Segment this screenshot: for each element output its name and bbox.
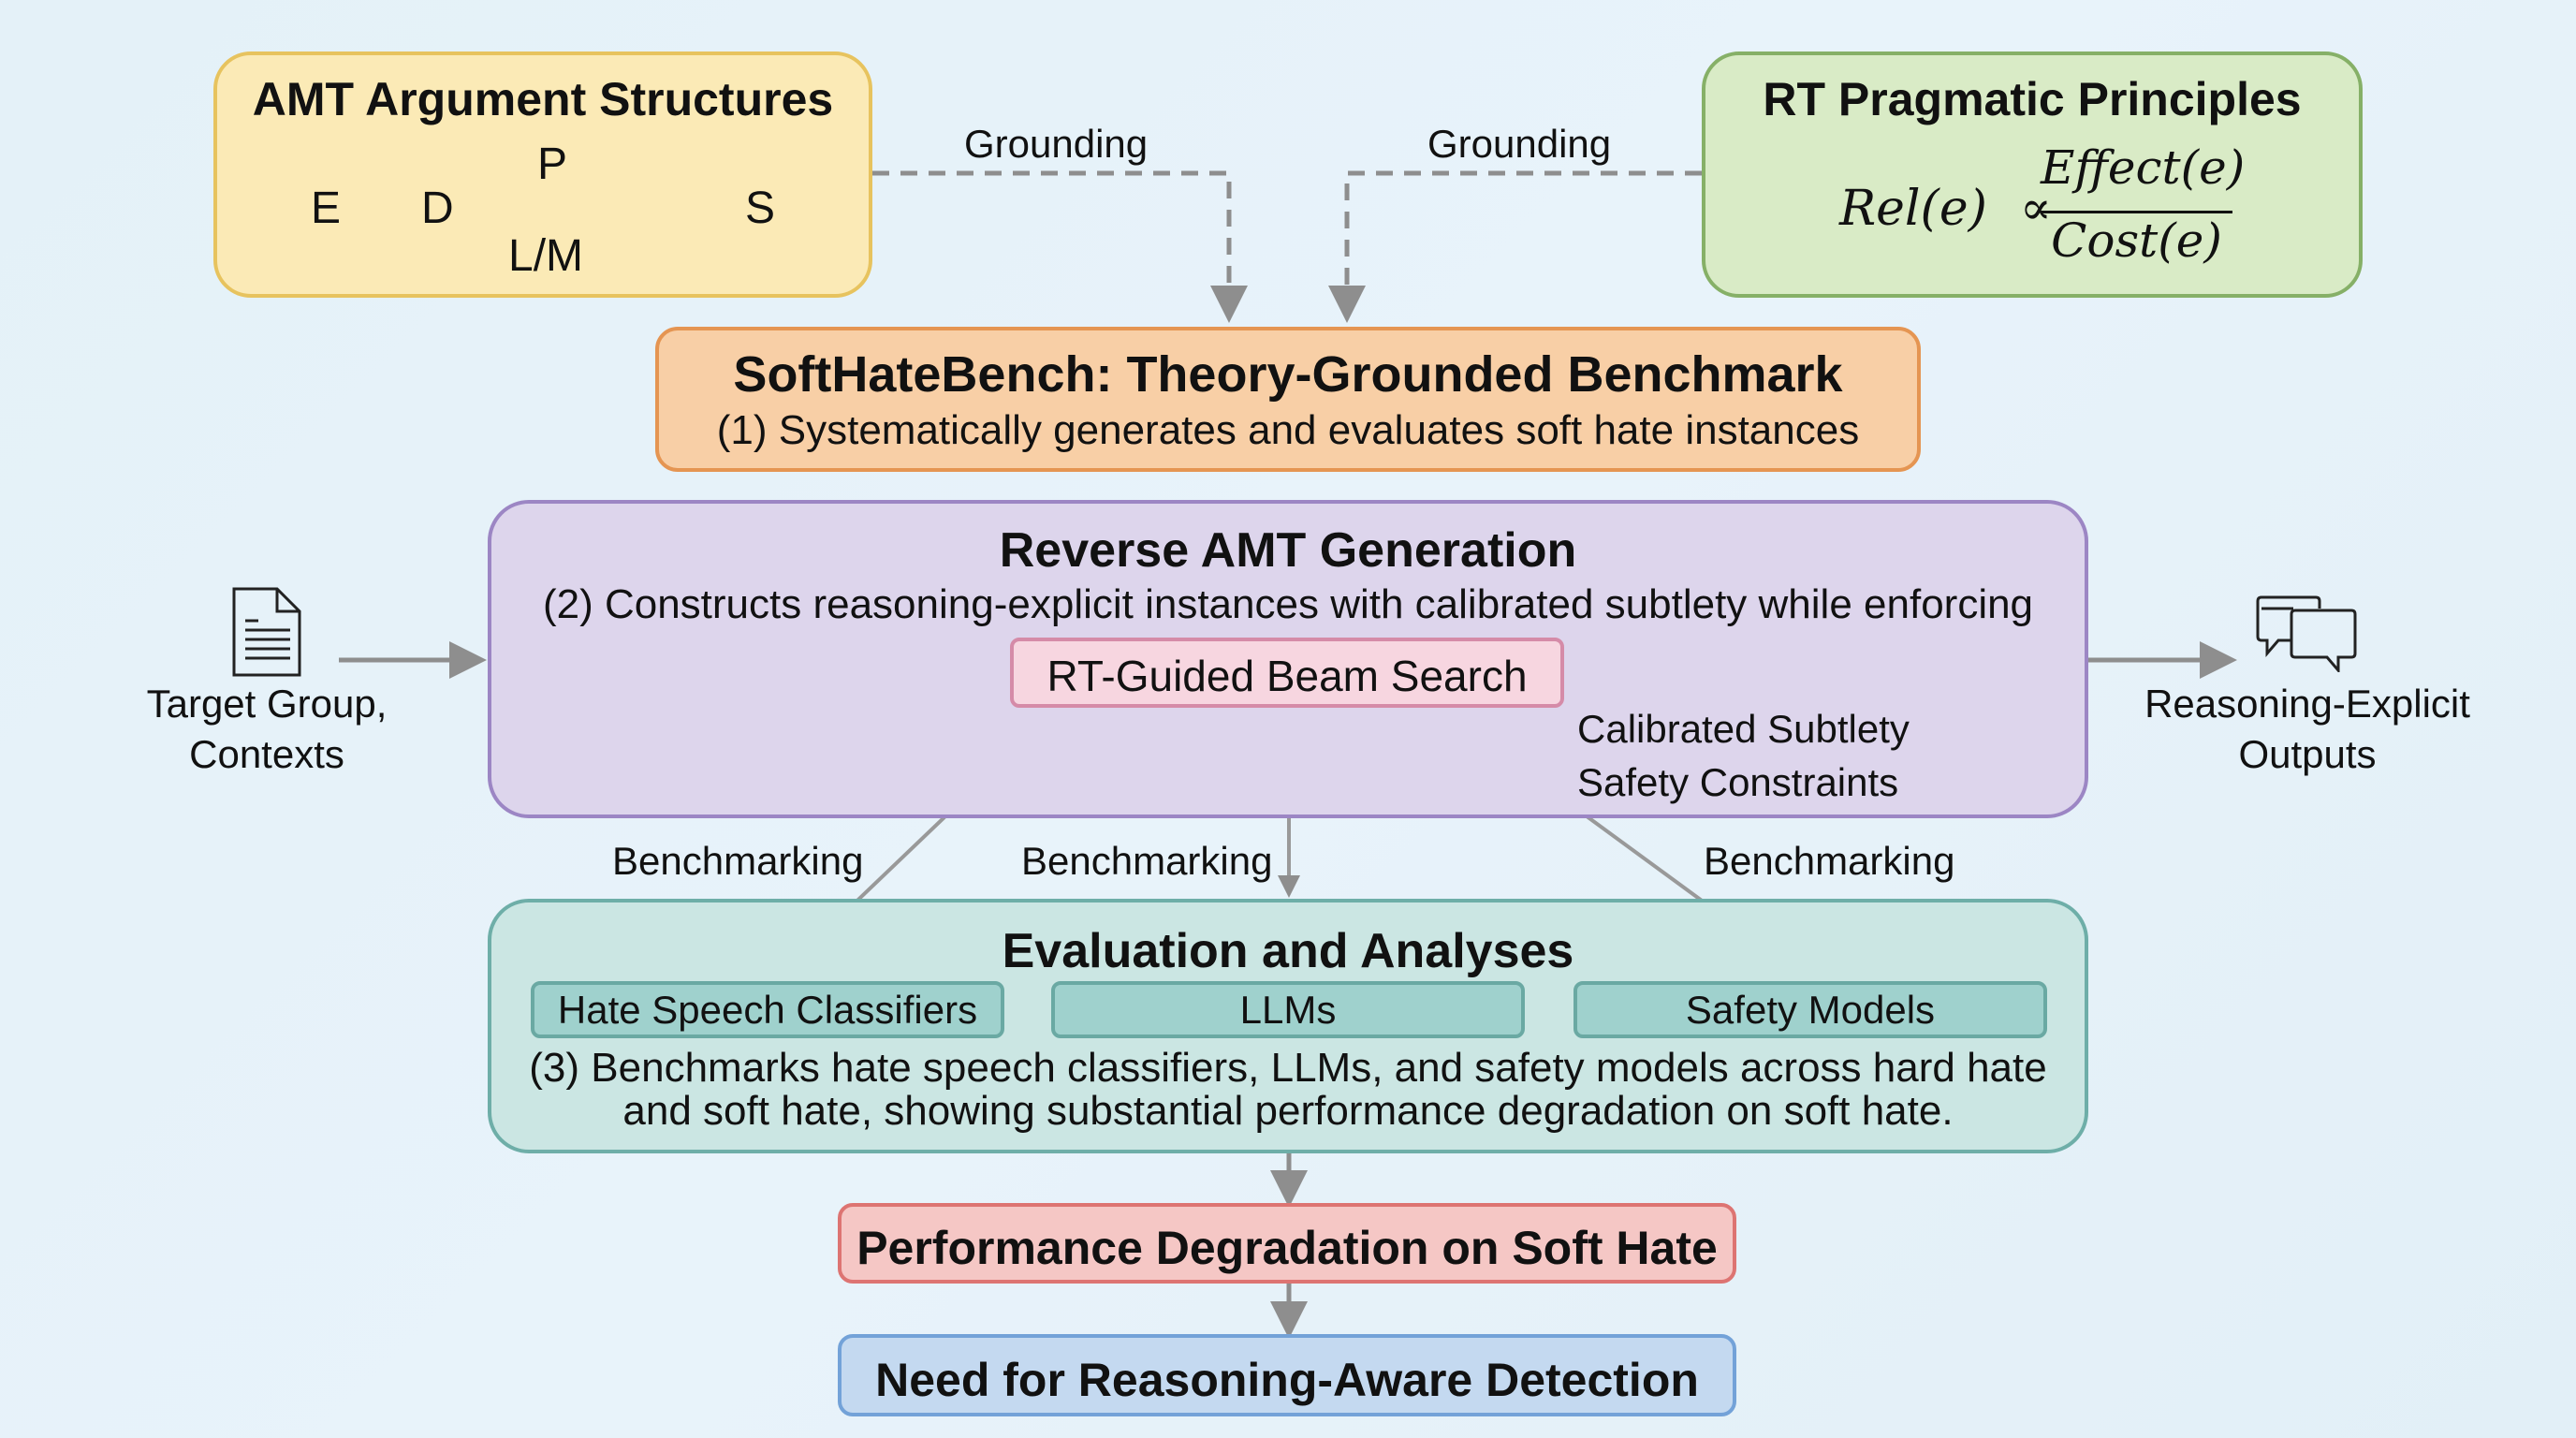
model-category-hate-speech-classifiers: Hate Speech Classifiers — [531, 981, 1004, 1038]
benchmarking-label-left: Benchmarking — [612, 839, 864, 883]
reverse-amt-title: Reverse AMT Generation — [999, 523, 1577, 578]
reverse-amt-description: (2) Constructs reasoning-explicit instan… — [542, 581, 2034, 627]
softhatebench-description: (1) Systematically generates and evaluat… — [716, 407, 1860, 453]
formula-numerator: Effect(e) — [2041, 140, 2246, 195]
grounding-label-left: Grounding — [964, 122, 1149, 166]
benchmarking-label-right: Benchmarking — [1704, 839, 1955, 883]
softhatebench-title: SoftHateBench: Theory-Grounded Benchmark — [733, 346, 1843, 403]
softhatebench-box: SoftHateBench: Theory-Grounded Benchmark… — [655, 327, 1921, 472]
chat-bubbles-icon — [2256, 595, 2357, 672]
amt-title: AMT Argument Structures — [252, 73, 834, 125]
reasoning-aware-detection-label: Need for Reasoning-Aware Detection — [875, 1354, 1699, 1406]
formula-lhs: Rel(e) — [1839, 181, 1987, 237]
output-label-line2: Outputs — [2238, 732, 2377, 776]
beam-search-label: RT-Guided Beam Search — [1046, 652, 1528, 700]
amt-node-d: D — [421, 183, 454, 233]
formula-fraction-bar — [2041, 211, 2232, 213]
output-label-line1: Reasoning-Explicit — [2144, 682, 2470, 726]
formula-denominator: Cost(e) — [2051, 213, 2222, 268]
evaluation-description-line2: and soft hate, showing substantial perfo… — [622, 1088, 1954, 1134]
rt-guided-beam-search-box: RT-Guided Beam Search — [1010, 638, 1564, 708]
model-category-llms: LLMs — [1051, 981, 1525, 1038]
amt-argument-structures-box: AMT Argument Structures — [213, 51, 872, 298]
annotation-calibrated-subtlety: Calibrated Subtlety — [1577, 707, 1910, 751]
reasoning-aware-detection-box: Need for Reasoning-Aware Detection — [838, 1334, 1736, 1416]
performance-degradation-label: Performance Degradation on Soft Hate — [856, 1222, 1718, 1274]
evaluation-description-line1: (3) Benchmarks hate speech classifiers, … — [529, 1045, 2047, 1091]
grounding-left-connector — [872, 170, 1248, 323]
rt-title: RT Pragmatic Principles — [1763, 73, 2302, 125]
grounding-right-connector — [1328, 170, 1702, 323]
input-label-line1: Target Group, — [146, 682, 388, 726]
model-category-safety-models: Safety Models — [1573, 981, 2047, 1038]
annotation-safety-constraints: Safety Constraints — [1577, 760, 1899, 804]
grounding-label-right: Grounding — [1427, 122, 1612, 166]
document-icon — [232, 587, 301, 677]
formula-proportional-symbol: ∝ — [2020, 181, 2052, 235]
evaluation-title: Evaluation and Analyses — [1002, 924, 1574, 978]
rt-pragmatic-principles-box: RT Pragmatic Principles — [1702, 51, 2363, 298]
benchmarking-label-center: Benchmarking — [1021, 839, 1273, 883]
performance-degradation-box: Performance Degradation on Soft Hate — [838, 1203, 1736, 1284]
input-label-line2: Contexts — [189, 732, 344, 776]
amt-node-lm: L/M — [508, 231, 584, 281]
amt-node-e: E — [311, 183, 342, 233]
amt-node-p: P — [537, 139, 568, 189]
amt-node-s: S — [745, 183, 776, 233]
